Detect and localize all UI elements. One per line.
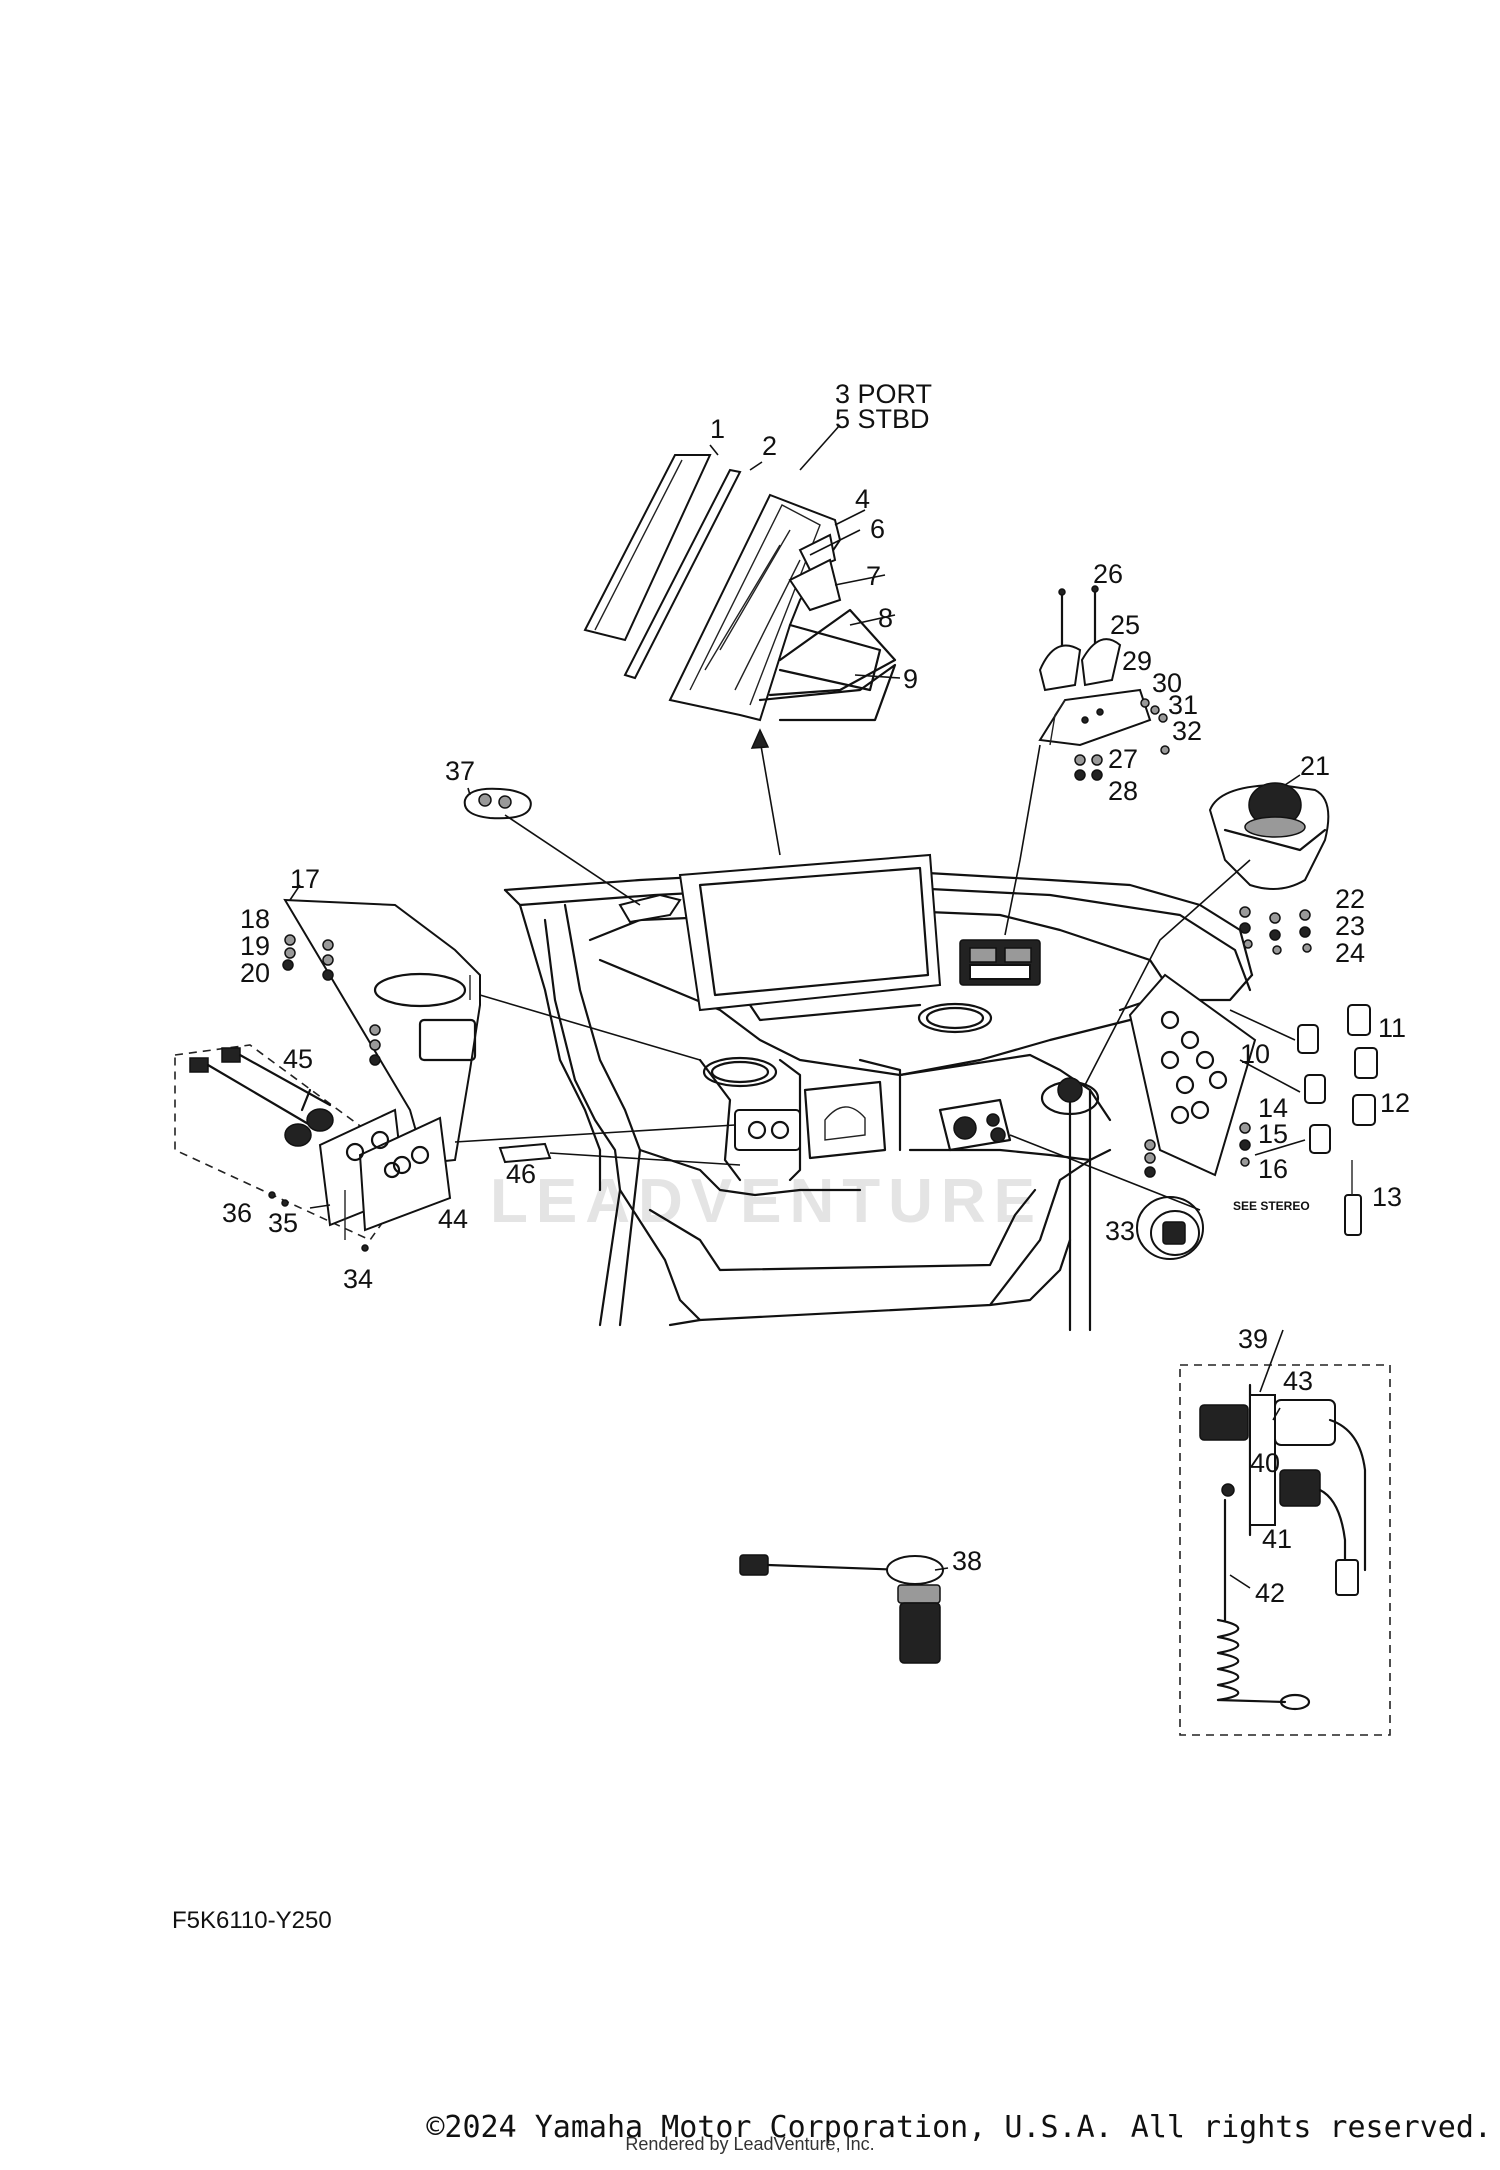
callout-25: 25 bbox=[1110, 610, 1140, 640]
kill-switch bbox=[739, 1554, 944, 1664]
trim-strip-leader bbox=[549, 1152, 741, 1166]
callout-45: 45 bbox=[283, 1044, 313, 1074]
callout-35: 35 bbox=[268, 1208, 298, 1238]
display-unit bbox=[618, 853, 942, 1022]
rendered-by: Rendered by LeadVenture, Inc. bbox=[625, 2134, 875, 2154]
callout-39: 39 bbox=[1238, 1324, 1268, 1354]
callout-41: 41 bbox=[1262, 1524, 1292, 1554]
see-stereo-note: SEE STEREO bbox=[1233, 1199, 1310, 1213]
callout-16: 16 bbox=[1258, 1154, 1288, 1184]
callout-3-port: 3 PORT bbox=[835, 379, 932, 409]
helm-console bbox=[503, 870, 1254, 1332]
switch-bracket bbox=[1004, 585, 1170, 936]
trim-strip bbox=[498, 1142, 552, 1164]
callout-36: 36 bbox=[222, 1198, 252, 1228]
callout-21: 21 bbox=[1300, 751, 1330, 781]
callout-31: 31 bbox=[1168, 690, 1198, 720]
callout-7: 7 bbox=[866, 561, 881, 591]
lanyard-assembly bbox=[1179, 1364, 1391, 1736]
display-exploded bbox=[583, 454, 897, 856]
callout-10: 10 bbox=[1240, 1039, 1270, 1069]
callout-8: 8 bbox=[878, 603, 893, 633]
callout-18: 18 bbox=[240, 904, 270, 934]
callout-13: 13 bbox=[1372, 1182, 1402, 1212]
callout-29: 29 bbox=[1122, 646, 1152, 676]
callout-2: 2 bbox=[762, 431, 777, 461]
callout-4: 4 bbox=[855, 484, 870, 514]
callout-43: 43 bbox=[1283, 1366, 1313, 1396]
callout-27: 27 bbox=[1108, 744, 1138, 774]
callout-15: 15 bbox=[1258, 1119, 1288, 1149]
callout-17: 17 bbox=[290, 864, 320, 894]
callout-6: 6 bbox=[870, 514, 885, 544]
callouts: 3 PORT 5 STBD 1 2 4 6 7 8 9 10 11 12 13 … bbox=[222, 379, 1410, 1608]
callout-26: 26 bbox=[1093, 559, 1123, 589]
callout-32: 32 bbox=[1172, 716, 1202, 746]
callout-5-stbd: 5 STBD bbox=[835, 404, 930, 434]
callout-42: 42 bbox=[1255, 1578, 1285, 1608]
diagram-code: F5K6110-Y250 bbox=[172, 1907, 332, 1934]
copyright: ©2024 Yamaha Motor Corporation, U.S.A. A… bbox=[0, 2110, 1500, 2145]
callout-leaders bbox=[289, 424, 1301, 1589]
callout-38: 38 bbox=[952, 1546, 982, 1576]
callout-22: 22 bbox=[1335, 884, 1365, 914]
switch-panel bbox=[1128, 973, 1378, 1236]
callout-30: 30 bbox=[1152, 668, 1182, 698]
callout-9: 9 bbox=[903, 664, 918, 694]
joystick bbox=[1084, 782, 1330, 1086]
power-socket bbox=[1009, 1134, 1204, 1260]
callout-11: 11 bbox=[1378, 1013, 1406, 1043]
usb-plate-assembly bbox=[174, 1044, 736, 1252]
callout-28: 28 bbox=[1108, 776, 1138, 806]
callout-34: 34 bbox=[343, 1264, 373, 1294]
callout-24: 24 bbox=[1335, 938, 1365, 968]
callout-37: 37 bbox=[445, 756, 475, 786]
callout-12: 12 bbox=[1380, 1088, 1410, 1118]
callout-40: 40 bbox=[1250, 1448, 1280, 1478]
callout-46: 46 bbox=[506, 1159, 536, 1189]
callout-19: 19 bbox=[240, 931, 270, 961]
callout-33: 33 bbox=[1105, 1216, 1135, 1246]
callout-23: 23 bbox=[1335, 911, 1365, 941]
callout-14: 14 bbox=[1258, 1093, 1288, 1123]
watermark: LEADVENTURE bbox=[490, 1167, 1043, 1236]
callout-1: 1 bbox=[710, 414, 725, 444]
copyright-text: ©2024 Yamaha Motor Corporation, U.S.A. A… bbox=[426, 2110, 1492, 2145]
callout-44: 44 bbox=[438, 1204, 468, 1234]
callout-20: 20 bbox=[240, 958, 270, 988]
remote-fob bbox=[463, 787, 641, 906]
